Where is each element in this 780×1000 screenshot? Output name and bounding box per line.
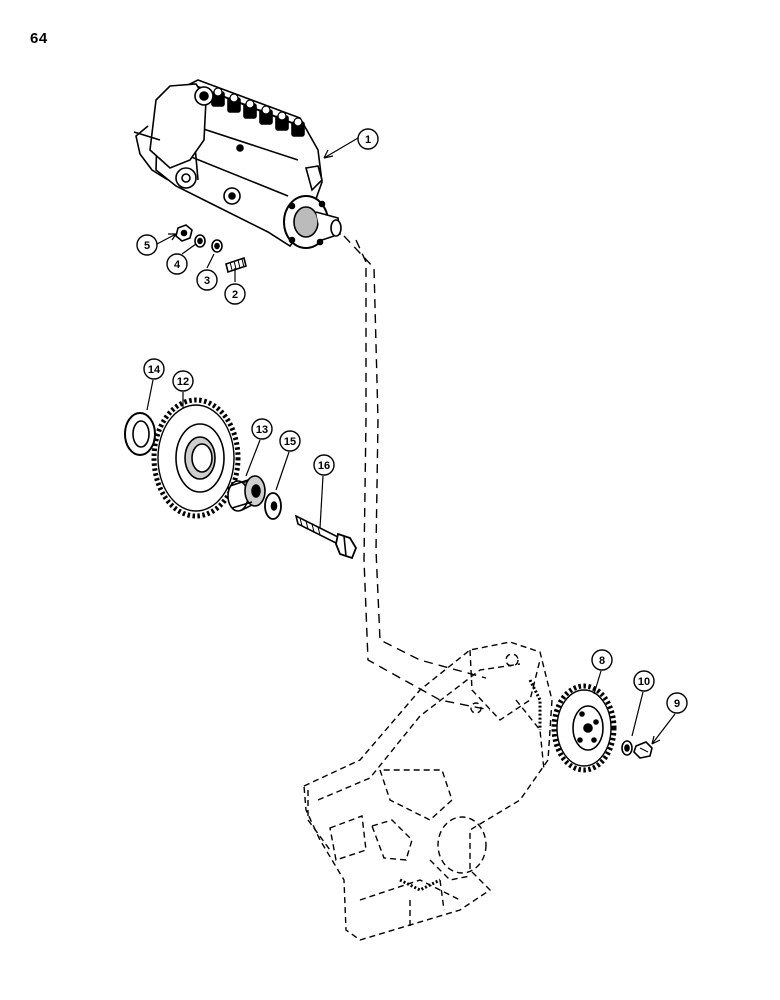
svg-text:4: 4: [174, 259, 181, 271]
svg-text:3: 3: [204, 275, 210, 287]
idler-gear-12: [151, 397, 241, 519]
callout-3: 3: [196, 269, 218, 291]
callout-13: 13: [251, 418, 273, 440]
washer-3: [211, 239, 223, 253]
idler-hub-13: [226, 475, 266, 512]
page-number: 64: [30, 30, 48, 47]
callout-14: 14: [143, 358, 165, 380]
callout-5: 5: [136, 234, 158, 256]
svg-text:10: 10: [638, 676, 650, 688]
bolt-16: [294, 514, 358, 560]
svg-text:8: 8: [599, 655, 605, 667]
svg-text:1: 1: [365, 134, 371, 146]
callout-15: 15: [279, 430, 301, 452]
injection-pump: [133, 79, 342, 249]
svg-text:15: 15: [284, 436, 296, 448]
leader-lines: [146, 137, 676, 745]
lockwasher-4: [194, 234, 206, 248]
svg-text:16: 16: [318, 460, 330, 472]
washer-15: [264, 492, 282, 520]
front-cover-gear-teeth: [399, 679, 542, 892]
svg-text:14: 14: [148, 364, 161, 376]
svg-text:2: 2: [232, 289, 238, 301]
svg-text:13: 13: [256, 424, 268, 436]
callout-2: 2: [224, 283, 246, 305]
callout-10: 10: [633, 670, 655, 692]
callout-16: 16: [313, 454, 335, 476]
bolt-9: [633, 741, 653, 759]
alignment-line-2: [355, 239, 491, 711]
pump-drive-gear-8: [551, 683, 617, 773]
callout-9: 9: [666, 692, 688, 714]
svg-text:9: 9: [674, 698, 680, 710]
thrust-washer-14: [124, 412, 156, 456]
callouts: 1 2 3 4 5 8 9 10 12 13 14 15 16: [136, 128, 688, 714]
callout-1: 1: [357, 128, 379, 150]
callout-12: 12: [172, 370, 194, 392]
callout-8: 8: [591, 649, 613, 671]
stud-2: [225, 256, 247, 274]
svg-text:5: 5: [144, 240, 150, 252]
front-cover: [303, 641, 553, 941]
callout-4: 4: [166, 253, 188, 275]
nut-5: [175, 224, 193, 242]
washer-10: [621, 740, 633, 756]
svg-text:12: 12: [177, 376, 189, 388]
